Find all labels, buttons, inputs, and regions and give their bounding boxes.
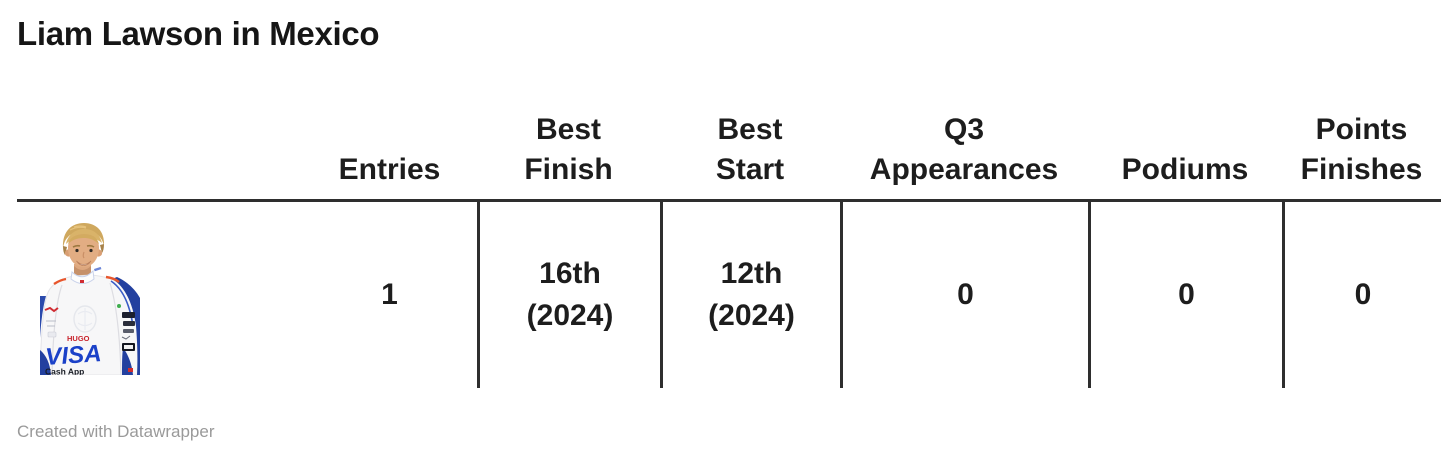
header-best-start: Best Start — [715, 113, 785, 186]
chart-title: Liam Lawson in Mexico — [17, 15, 380, 52]
header-driver — [17, 190, 302, 199]
cell-entries: 1 — [381, 278, 398, 311]
header-entries: Entries — [338, 153, 441, 186]
cell-best-finish: 16th (2024) — [477, 202, 660, 388]
header-best-finish: Best Finish — [524, 113, 613, 186]
header-podiums: Podiums — [1121, 153, 1249, 186]
svg-text:VISA: VISA — [45, 340, 103, 371]
driver-photo-cell: HUGO VISA Cash App — [17, 202, 302, 388]
table-row: HUGO VISA Cash App — [17, 202, 1441, 388]
svg-text:Cash App: Cash App — [45, 367, 84, 376]
chart-container: Liam Lawson in Mexico Entries Best Finis… — [0, 14, 1456, 463]
cell-best-start: 12th (2024) — [660, 202, 840, 388]
cell-podiums: 0 — [1088, 202, 1282, 388]
header-q3-appearances: Q3 Appearances — [869, 113, 1059, 186]
table-header-row: Entries Best Finish Best Start Q3 Appear… — [17, 54, 1441, 199]
header-points-finishes: Points Finishes — [1300, 113, 1423, 186]
datawrapper-attribution-link[interactable]: Created with Datawrapper — [17, 422, 215, 441]
stats-table: Entries Best Finish Best Start Q3 Appear… — [17, 54, 1441, 388]
cell-points-finishes: 0 — [1282, 202, 1441, 388]
driver-photo-icon: HUGO VISA Cash App — [40, 223, 140, 376]
svg-text:HUGO: HUGO — [67, 334, 90, 343]
header-divider-line — [17, 199, 1441, 202]
cell-q3-appearances: 0 — [840, 202, 1088, 388]
